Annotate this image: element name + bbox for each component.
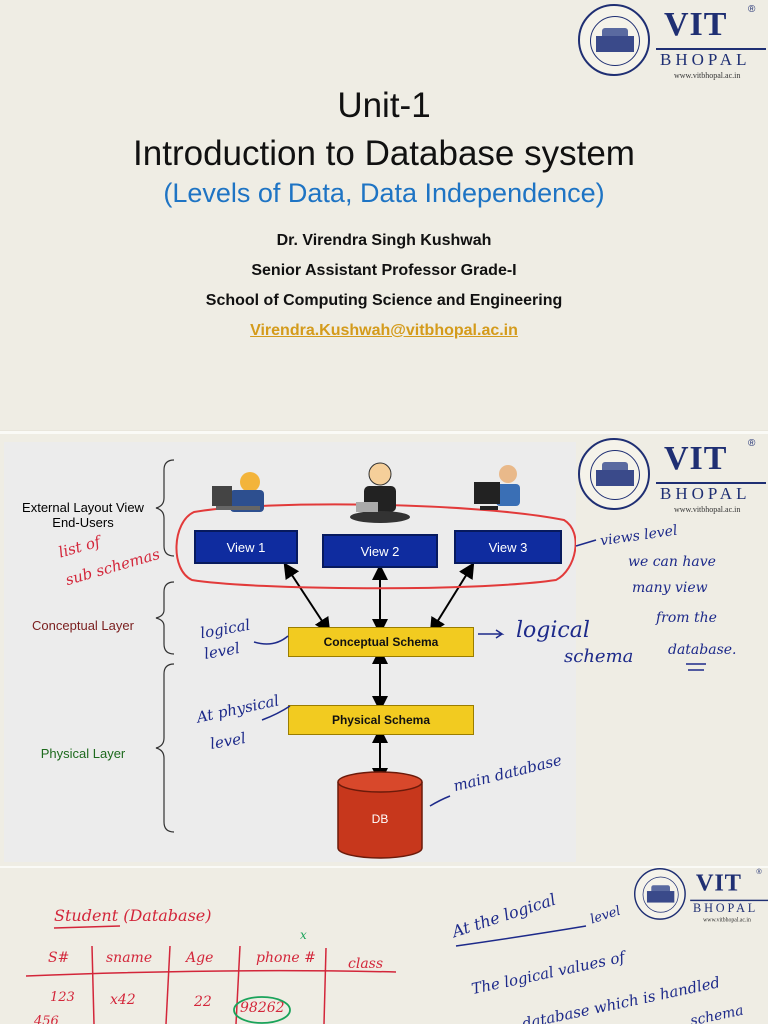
table-cell: 456 [34,1014,59,1024]
logo-name: VIT [664,6,728,43]
user-icon [350,462,410,523]
table-cell: 123 [50,990,75,1005]
conceptual-schema-box: Conceptual Schema [288,627,474,657]
vit-bhopal-logo: VIT ® BHOPAL www.vitbhopal.ac.in [578,438,768,518]
view-1-box: View 1 [194,530,298,564]
title-slide: VIT ® BHOPAL www.vitbhopal.ac.in Unit-1 … [0,0,768,430]
vit-bhopal-logo: VIT ® BHOPAL www.vitbhopal.ac.in [634,868,768,926]
student-table-sketch [25,925,587,1024]
external-layer-label: External Layout View End-Users [22,500,144,530]
physical-brace [155,663,175,833]
levels-diagram-slide: VIT ® BHOPAL www.vitbhopal.ac.in [0,434,768,866]
note-database: database. [668,642,737,658]
university-seal-icon [578,4,650,76]
logo-url: www.vitbhopal.ac.in [674,71,741,80]
user-icon [212,472,264,512]
column-header: Age [186,950,214,966]
user-icon [474,465,520,510]
physical-layer-label: Physical Layer [40,746,126,761]
unit-heading: Unit-1 [337,86,431,125]
view-2-box: View 2 [322,534,438,568]
note-many-view: many view [632,580,708,596]
slide-title: Introduction to Database system [133,134,635,173]
note-logical-big: logical [516,618,590,643]
conceptual-brace [155,581,175,655]
author-school: School of Computing Science and Engineer… [205,292,563,309]
db-label: DB [371,812,389,826]
university-seal-icon [578,438,650,510]
conceptual-layer-label: Conceptual Layer [32,618,134,633]
author-designation: Senior Assistant Professor Grade-I [251,262,517,279]
vit-bhopal-logo: VIT ® BHOPAL www.vitbhopal.ac.in [578,4,768,84]
note-from-the: from the [656,610,717,626]
author-name: Dr. Virendra Singh Kushwah [276,232,492,249]
table-cell: x42 [110,992,136,1008]
logical-level-example-slide: VIT ® BHOPAL www.vitbhopal.ac.in Student… [0,868,768,1024]
note-schema-big: schema [564,646,634,667]
end-user-figures [212,462,520,523]
logo-city: BHOPAL [660,50,751,69]
note-we-can-have: we can have [628,554,716,570]
three-level-architecture-diagram: External Layout View End-Users Conceptua… [4,442,576,862]
physical-schema-box: Physical Schema [288,705,474,735]
annotation-strokes [253,539,706,807]
database-cylinder-icon [337,782,423,859]
university-seal-icon [634,868,686,920]
table-cell: 22 [194,994,212,1010]
diagram-connectors [155,459,576,859]
student-table-heading: Student (Database) [54,906,212,925]
logo-reg: ® [748,4,756,15]
external-brace [155,459,175,557]
column-header: phone # [256,950,316,966]
view-3-box: View 3 [454,530,562,564]
check-mark: x [300,928,307,942]
author-email-link[interactable]: Virendra.Kushwah@vitbhopal.ac.in [250,322,518,339]
column-header: sname [106,950,153,966]
column-header: class [348,956,384,972]
slide-subtitle: (Levels of Data, Data Independence) [163,178,605,208]
column-header: S# [48,950,70,966]
table-cell: 98262 [240,1000,285,1016]
